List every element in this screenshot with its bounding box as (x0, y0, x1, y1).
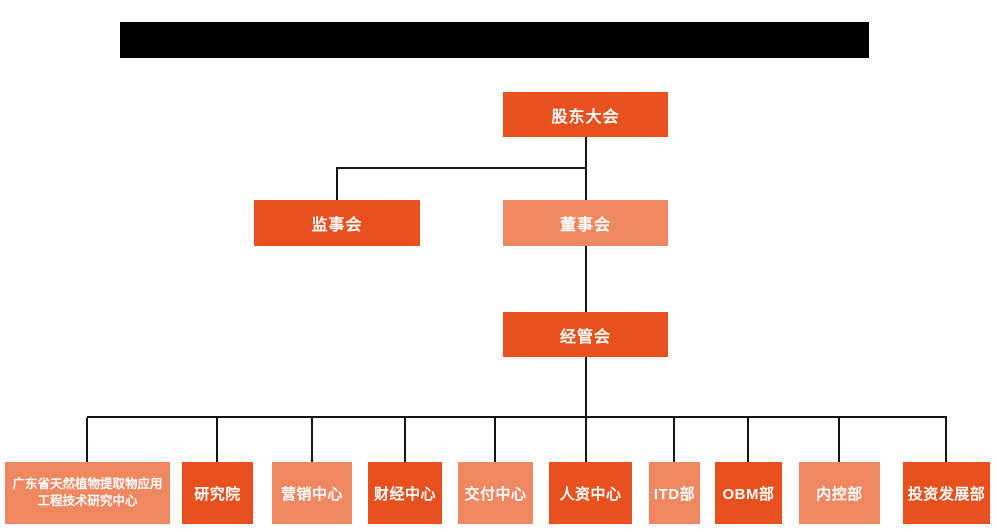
connector-dept-drop (494, 418, 496, 462)
connector-top-horizontal (336, 167, 587, 169)
node-dept-itd: ITD部 (649, 462, 700, 524)
node-dept-research-institute: 研究院 (182, 462, 253, 524)
connector-dept-drop (673, 418, 675, 462)
connector-dept-drop (311, 418, 313, 462)
node-dept-investment-development: 投资发展部 (903, 462, 990, 524)
node-dept-research-center: 广东省天然植物提取物应用工程技术研究中心 (5, 462, 170, 524)
connector-board-management (585, 246, 587, 312)
node-supervisory-board: 监事会 (254, 200, 420, 246)
connector-dept-drop (86, 418, 88, 462)
node-dept-delivery-center: 交付中心 (458, 462, 533, 524)
node-dept-finance-center: 财经中心 (368, 462, 442, 524)
node-management-committee: 经管会 (503, 312, 668, 357)
connector-dept-drop (404, 418, 406, 462)
connector-dept-drop (747, 418, 749, 462)
node-shareholders-meeting: 股东大会 (503, 92, 668, 137)
node-dept-internal-control: 内控部 (799, 462, 880, 524)
redacted-title-bar (120, 22, 869, 58)
connector-dept-drop (585, 418, 587, 462)
connector-management-bus (585, 357, 587, 418)
connector-supervisory-drop (336, 168, 338, 200)
node-dept-hr-center: 人资中心 (549, 462, 632, 524)
connector-dept-drop (216, 418, 218, 462)
node-dept-obm: OBM部 (715, 462, 782, 524)
node-dept-marketing-center: 营销中心 (272, 462, 352, 524)
connector-dept-drop (945, 418, 947, 462)
connector-bus-horizontal (87, 416, 947, 418)
connector-dept-drop (838, 418, 840, 462)
node-board-of-directors: 董事会 (503, 200, 668, 246)
